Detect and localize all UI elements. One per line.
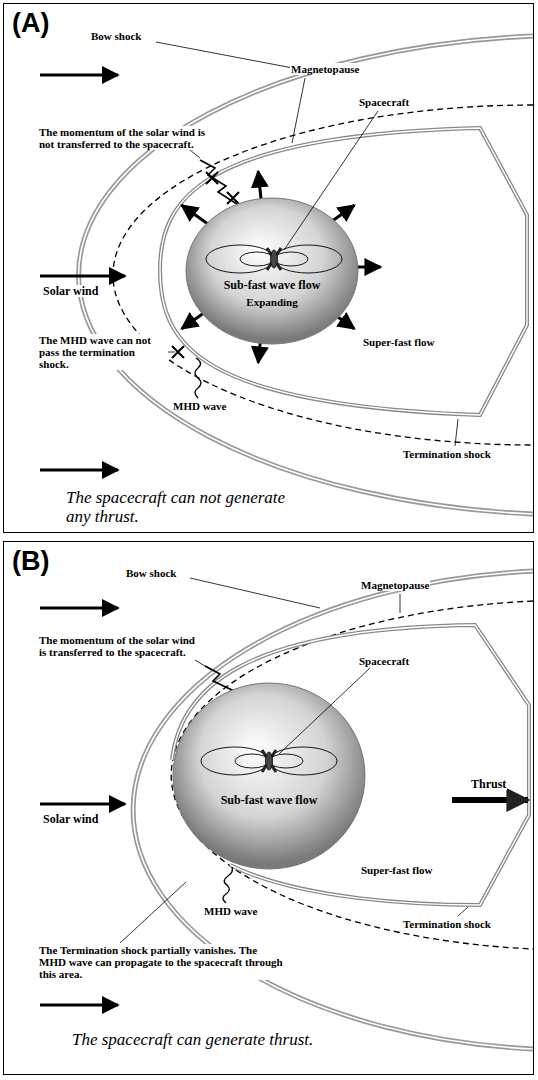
- field-line: [274, 252, 308, 266]
- panel-caption: The spacecraft can generate thrust.: [72, 1030, 372, 1049]
- solar-wind-arrow: [40, 803, 125, 806]
- termination-shock: [172, 625, 529, 905]
- field-line: [269, 754, 303, 768]
- annotation-label: Thrust: [470, 778, 507, 790]
- expanding-arrow: [258, 171, 261, 201]
- annotation-label: The Termination shock partially vanishes…: [38, 944, 285, 980]
- mhd-wave: [223, 867, 233, 903]
- plasma-bubble: Sub-fast wave flowExpanding: [184, 196, 360, 346]
- termination-shock: [160, 128, 527, 415]
- solar-wind-arrow: [40, 607, 118, 610]
- expanding-arrow: [182, 205, 209, 224]
- bubble-text: Sub-fast wave flow: [184, 278, 360, 293]
- field-line: [269, 747, 337, 775]
- leader-line: [458, 907, 468, 916]
- panel-a-art: [40, 36, 533, 514]
- spacecraft-symbol: [262, 750, 276, 772]
- annotation-label: The momentum of the solar wind is transf…: [38, 634, 200, 658]
- annotation-label: The MHD wave can not pass the terminatio…: [38, 334, 168, 370]
- bubble-outline: [173, 683, 365, 869]
- annotation-label: Bow shock: [90, 30, 142, 42]
- spacecraft-body: [271, 250, 278, 268]
- annotation-label: MHD wave: [172, 400, 227, 412]
- annotation-label: Solar wind: [42, 285, 99, 297]
- solar-wind-arrow: [40, 469, 118, 472]
- block-mark: [206, 172, 218, 184]
- magnetopause: [171, 601, 533, 949]
- expanding-arrows: [182, 171, 381, 362]
- leader-line: [120, 882, 186, 943]
- leader-line: [195, 660, 205, 666]
- annotation-label: Magnetopause: [290, 63, 360, 75]
- leader-line: [190, 578, 320, 608]
- solar-wind-arrow: [40, 1004, 118, 1007]
- thrust-arrow: [452, 797, 528, 803]
- annotation-label: Magnetopause: [360, 579, 430, 591]
- spacecraft-body: [266, 752, 273, 770]
- leader-line: [156, 42, 298, 69]
- annotation-label: Solar wind: [42, 813, 99, 825]
- annotation-label: Super-fast flow: [360, 864, 433, 876]
- leader-line: [292, 78, 305, 143]
- solar-wind-arrow: [40, 74, 118, 77]
- annotation-label: Spacecraft: [358, 96, 410, 108]
- annotation-label: Termination shock: [402, 918, 492, 930]
- magnetopause: [113, 105, 533, 445]
- annotation-label: Super-fast flow: [362, 336, 435, 348]
- panel-label: (A): [12, 8, 49, 39]
- bubble-text: Expanding: [184, 296, 360, 308]
- annotation-label: MHD wave: [203, 905, 258, 917]
- spacecraft-symbol: [267, 248, 281, 270]
- leader-line: [168, 352, 175, 353]
- annotation-label: Spacecraft: [358, 655, 410, 667]
- bubble-outline: [186, 198, 358, 344]
- annotation-label: Termination shock: [402, 448, 492, 460]
- solar-wind-arrow: [40, 275, 125, 278]
- field-line: [274, 245, 342, 273]
- panel-label: (B): [12, 546, 49, 577]
- block-mark: [227, 192, 239, 204]
- bow-shock: [79, 36, 533, 514]
- mhd-wave: [195, 358, 201, 398]
- field-line: [235, 754, 269, 768]
- leader-line: [455, 419, 458, 446]
- leader-line: [400, 594, 401, 613]
- bubble-text: Sub-fast wave flow: [171, 793, 367, 808]
- annotation-label: Bow shock: [125, 567, 177, 579]
- bubble-shape: [171, 681, 367, 871]
- leader-line: [190, 150, 200, 158]
- field-line: [240, 252, 274, 266]
- annotation-label: The momentum of the solar wind is not tr…: [38, 126, 208, 150]
- field-line: [201, 747, 269, 775]
- field-line: [206, 245, 274, 273]
- panel-caption: The spacecraft can not generate any thru…: [66, 488, 306, 526]
- momentum-zigzag: [200, 160, 240, 206]
- bubble-shape: [184, 196, 360, 346]
- plasma-bubble: Sub-fast wave flow: [171, 681, 367, 871]
- figure-panel: (B) The spacecraft can generate thrust. Su…: [3, 541, 534, 1075]
